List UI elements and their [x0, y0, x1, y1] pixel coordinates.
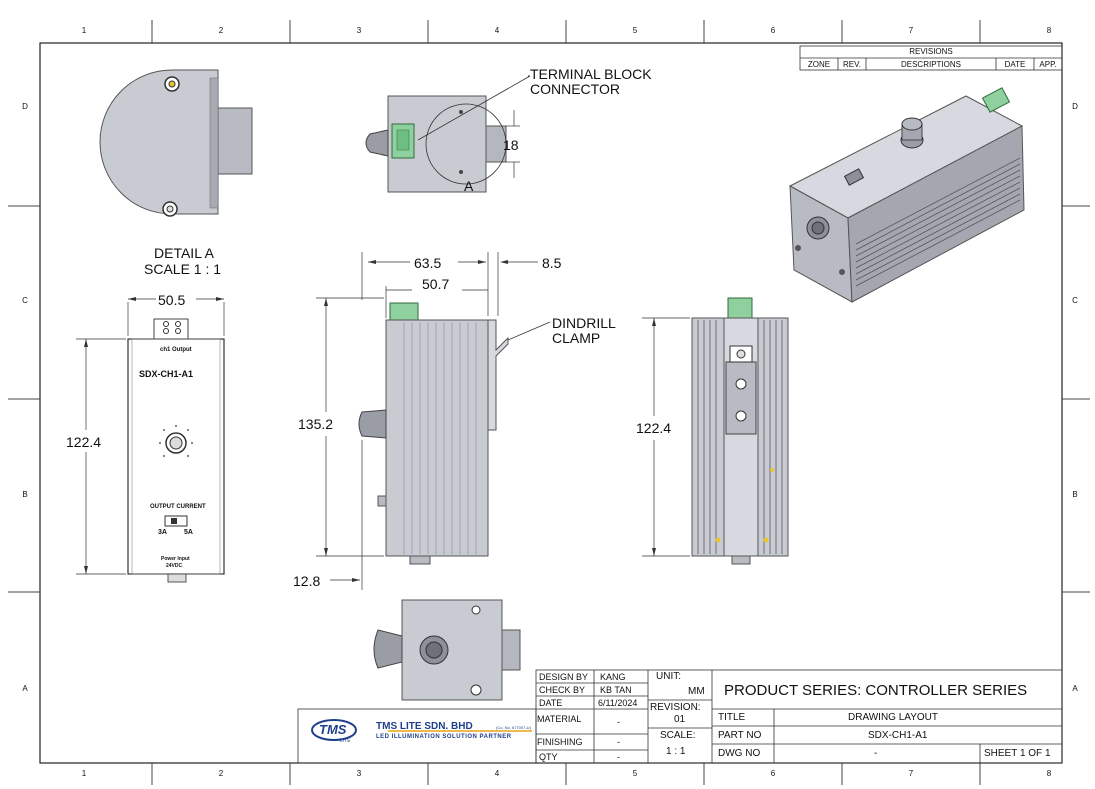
zone-col-3: 3: [356, 26, 362, 35]
dim-122-4-left: 122.4: [66, 434, 102, 450]
revisions-title: REVISIONS: [909, 47, 953, 56]
tb-revision: 01: [674, 714, 686, 725]
dim-8-5: 8.5: [542, 255, 562, 271]
bottom-view: [373, 599, 521, 701]
zone-col-2: 2: [218, 26, 224, 35]
dim-122-4-right: 122.4: [636, 420, 672, 436]
zone-col-6-bottom: 6: [770, 769, 776, 778]
dindrill-label-1: DINDRILL: [552, 315, 616, 331]
revisions-col-desc: DESCRIPTIONS: [900, 60, 961, 69]
zone-row-a: A: [22, 684, 28, 693]
zone-row-a-right: A: [1072, 684, 1078, 693]
zone-col-4: 4: [494, 26, 500, 35]
tb-date-label: DATE: [539, 698, 563, 708]
tb-sheet: SHEET 1 OF 1: [984, 748, 1051, 759]
tb-check-by-label: CHECK BY: [539, 685, 586, 695]
detail-a-view: [99, 69, 253, 217]
tb-part-no-label: PART NO: [718, 730, 762, 741]
tb-dwg-no: -: [874, 748, 878, 759]
tb-design-by-label: DESIGN BY: [539, 672, 589, 682]
current-5a-label: 5A: [184, 529, 193, 536]
power-value: 24VDC: [166, 563, 183, 569]
tb-unit-label: UNIT:: [656, 671, 681, 682]
zone-col-7-bottom: 7: [908, 769, 914, 778]
top-view: [365, 75, 531, 193]
company-logo: TMS: [319, 722, 347, 737]
zone-col-5-bottom: 5: [632, 769, 638, 778]
zone-col-4-bottom: 4: [494, 769, 500, 778]
front-view: [76, 297, 225, 583]
zone-row-d: D: [22, 102, 28, 111]
revisions-col-zone: ZONE: [807, 60, 831, 69]
zone-col-7: 7: [908, 26, 914, 35]
company-name: TMS LITE SDN. BHD: [376, 721, 473, 732]
current-3a-label: 3A: [158, 529, 167, 536]
terminal-label-2: CONNECTOR: [530, 81, 620, 97]
company-reg: (Co. No. 677007-U): [496, 725, 531, 730]
zone-row-b: B: [22, 490, 28, 499]
side-view: [316, 252, 551, 590]
tb-finishing: -: [617, 737, 620, 747]
tb-title-label: TITLE: [718, 712, 746, 723]
product-name-label: SDX-CH1-A1: [139, 369, 194, 379]
zone-row-d-right: D: [1072, 102, 1078, 111]
dim-12-8: 12.8: [293, 573, 321, 589]
zone-col-8: 8: [1046, 26, 1052, 35]
revisions-col-rev: REV.: [843, 60, 861, 69]
tb-dwg-no-label: DWG NO: [718, 748, 761, 759]
detail-marker: A: [464, 178, 474, 194]
tb-scale: 1 : 1: [666, 746, 686, 757]
dim-50-5: 50.5: [158, 292, 186, 308]
dim-18: 18: [503, 137, 519, 153]
isometric-view: [788, 87, 1025, 303]
zone-col-8-bottom: 8: [1046, 769, 1052, 778]
tb-title: DRAWING LAYOUT: [848, 712, 939, 723]
zone-row-c: C: [22, 296, 28, 305]
tb-date: 6/11/2024: [598, 698, 638, 708]
current-label: OUTPUT CURRENT: [150, 504, 206, 510]
tb-product-series: PRODUCT SERIES: CONTROLLER SERIES: [724, 682, 1028, 699]
power-label: Power Input: [161, 556, 190, 562]
tb-scale-label: SCALE:: [660, 730, 696, 741]
dim-63-5: 63.5: [414, 255, 442, 271]
tb-material: -: [617, 717, 620, 727]
zone-col-2-bottom: 2: [218, 769, 224, 778]
dim-50-7: 50.7: [422, 276, 450, 292]
tb-part-no: SDX-CH1-A1: [868, 730, 928, 741]
terminal-label-1: TERMINAL BLOCK: [530, 66, 652, 82]
tb-qty-label: QTY: [539, 752, 558, 762]
zone-col-1: 1: [81, 26, 87, 35]
tb-material-label: MATERIAL: [537, 714, 582, 724]
tb-design-by: KANG: [600, 672, 626, 682]
revisions-col-date: DATE: [1004, 60, 1026, 69]
tb-revision-label: REVISION:: [650, 702, 701, 713]
zone-col-5: 5: [632, 26, 638, 35]
detail-title: DETAIL A: [154, 245, 214, 261]
zone-row-b-right: B: [1072, 490, 1078, 499]
company-tagline: LED ILLUMINATION SOLUTION PARTNER: [376, 734, 512, 740]
back-view: [642, 297, 789, 565]
tb-finishing-label: FINISHING: [537, 737, 583, 747]
tb-qty: -: [617, 752, 620, 762]
detail-scale: SCALE 1 : 1: [144, 261, 222, 277]
company-logo-sub: LITE: [340, 738, 351, 744]
output-label: ch1 Output: [160, 347, 192, 353]
zone-col-3-bottom: 3: [356, 769, 362, 778]
revisions-col-app: APP.: [1039, 60, 1057, 69]
zone-col-6: 6: [770, 26, 776, 35]
tb-unit: MM: [688, 686, 705, 697]
zone-row-c-right: C: [1072, 296, 1078, 305]
zone-col-1-bottom: 1: [81, 769, 87, 778]
dim-135-2: 135.2: [298, 416, 334, 432]
tb-check-by: KB TAN: [600, 685, 632, 695]
dindrill-label-2: CLAMP: [552, 330, 601, 346]
